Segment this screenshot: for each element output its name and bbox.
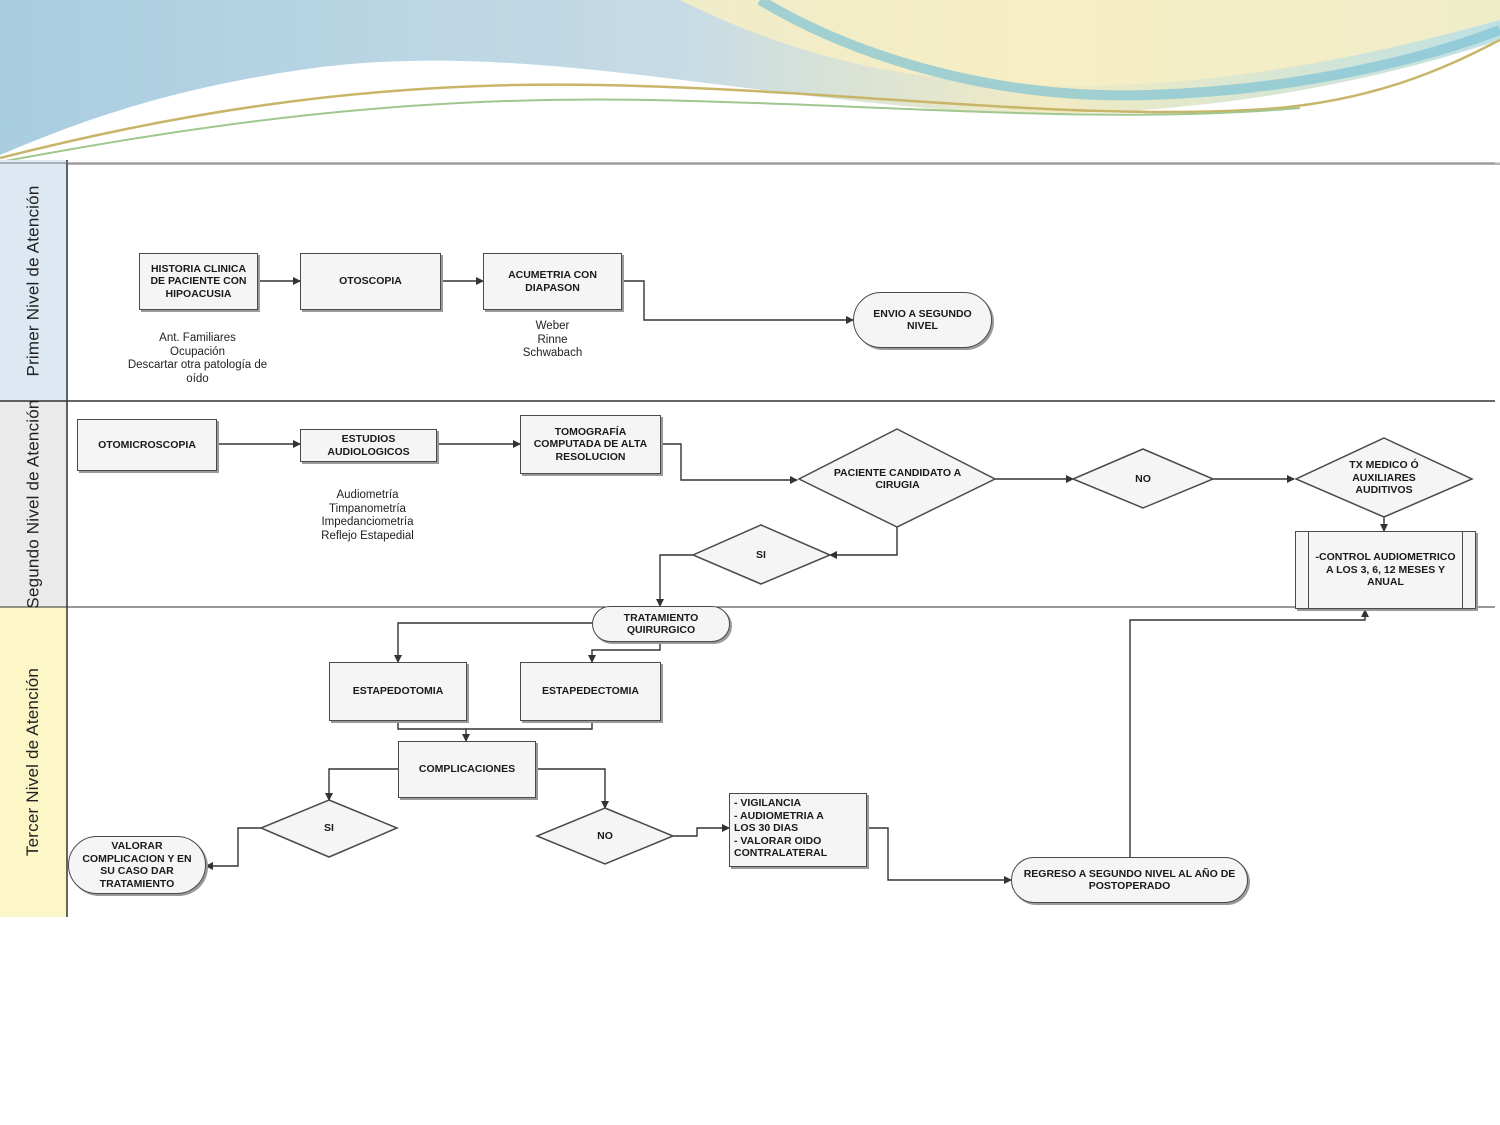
note-estudios: Audiometría Timpanometría Impedanciometr… (321, 489, 414, 542)
arrow-candidato-si (829, 527, 898, 559)
arrow-no-vigilancia (673, 824, 730, 837)
diamond-si-1 (691, 524, 832, 585)
arrow-regreso-control (1129, 609, 1369, 857)
line-estapedectomia-complicaciones (466, 721, 593, 730)
node-regreso-segundo-nivel: REGRESO A SEGUNDO NIVEL AL AÑO DE POSTOP… (1011, 857, 1248, 903)
node-envio-segundo-nivel: ENVIO A SEGUNDO NIVEL (853, 292, 992, 348)
diamond-tx-medico (1294, 437, 1474, 518)
diamond-no-1 (1071, 448, 1215, 509)
node-tratamiento-quirurgico: TRATAMIENTO QUIRURGICO (592, 606, 730, 642)
node-control-audiometrico: -CONTROL AUDIOMETRICO A LOS 3, 6, 12 MES… (1295, 531, 1476, 609)
node-otoscopia: OTOSCOPIA (300, 253, 441, 310)
vigilancia-line: - VALORAR OIDO (734, 834, 822, 847)
arrow-complicaciones-no (536, 768, 609, 809)
vigilancia-line: LOS 30 DIAS (734, 822, 799, 834)
text-candidato: PACIENTE CANDIDATO A CIRUGIA (833, 466, 962, 492)
decorative-wave-banner (0, 0, 1500, 165)
vigilancia-line: CONTRALATERAL (734, 847, 828, 859)
diamond-candidato (797, 428, 997, 528)
diamond-no-2 (535, 807, 675, 865)
vigilancia-line: - VIGILANCIA (734, 797, 802, 809)
node-otomicroscopia: OTOMICROSCOPIA (77, 419, 217, 471)
arrow-estapedotomia-complicaciones (397, 721, 470, 742)
connectors (205, 277, 1474, 884)
note-historia: Ant. Familiares Ocupación Descartar otra… (127, 332, 268, 385)
arrow-tratamiento-estapedectomia (588, 642, 661, 663)
node-tomografia: TOMOGRAFÍA COMPUTADA DE ALTA RESOLUCION (520, 415, 661, 474)
node-historia-clinica: HISTORIA CLINICA DE PACIENTE CON HIPOACU… (139, 253, 258, 310)
arrow-si-tratamiento (656, 554, 693, 607)
lane-grid (0, 160, 1495, 917)
diamond-si-2 (259, 799, 399, 858)
node-valorar-complicacion: VALORAR COMPLICACION Y EN SU CASO DAR TR… (68, 836, 206, 894)
node-estapedectomia: ESTAPEDECTOMIA (520, 662, 661, 721)
text-no-2: NO (597, 829, 613, 842)
node-estudios-audiologicos: ESTUDIOS AUDIOLOGICOS (300, 429, 437, 462)
arrow-vigilancia-regreso (867, 827, 1012, 884)
text-tx-medico: TX MEDICO Ó AUXILIARES AUDITIVOS (1349, 459, 1419, 497)
node-estapedotomia: ESTAPEDOTOMIA (329, 662, 467, 721)
node-vigilancia: - VIGILANCIA - AUDIOMETRIA A LOS 30 DIAS… (729, 793, 867, 867)
arrow-tomografia-candidato (661, 443, 798, 484)
arrow-complicaciones-si (325, 768, 398, 801)
text-si-2: SI (324, 821, 334, 834)
arrow-acumetria-envio (622, 280, 854, 324)
node-acumetria: ACUMETRIA CON DIAPASON (483, 253, 622, 310)
node-complicaciones: COMPLICACIONES (398, 741, 536, 798)
vigilancia-line: - AUDIOMETRIA A (734, 809, 824, 822)
arrow-si-valorar (205, 827, 261, 870)
flowchart: Primer Nivel de Atención Segundo Nivel d… (0, 160, 1500, 920)
arrow-tratamiento-estapedotomia (394, 622, 592, 663)
text-no-1: NO (1135, 472, 1151, 485)
text-si-1: SI (756, 548, 766, 561)
note-acumetria: Weber Rinne Schwabach (522, 320, 583, 359)
